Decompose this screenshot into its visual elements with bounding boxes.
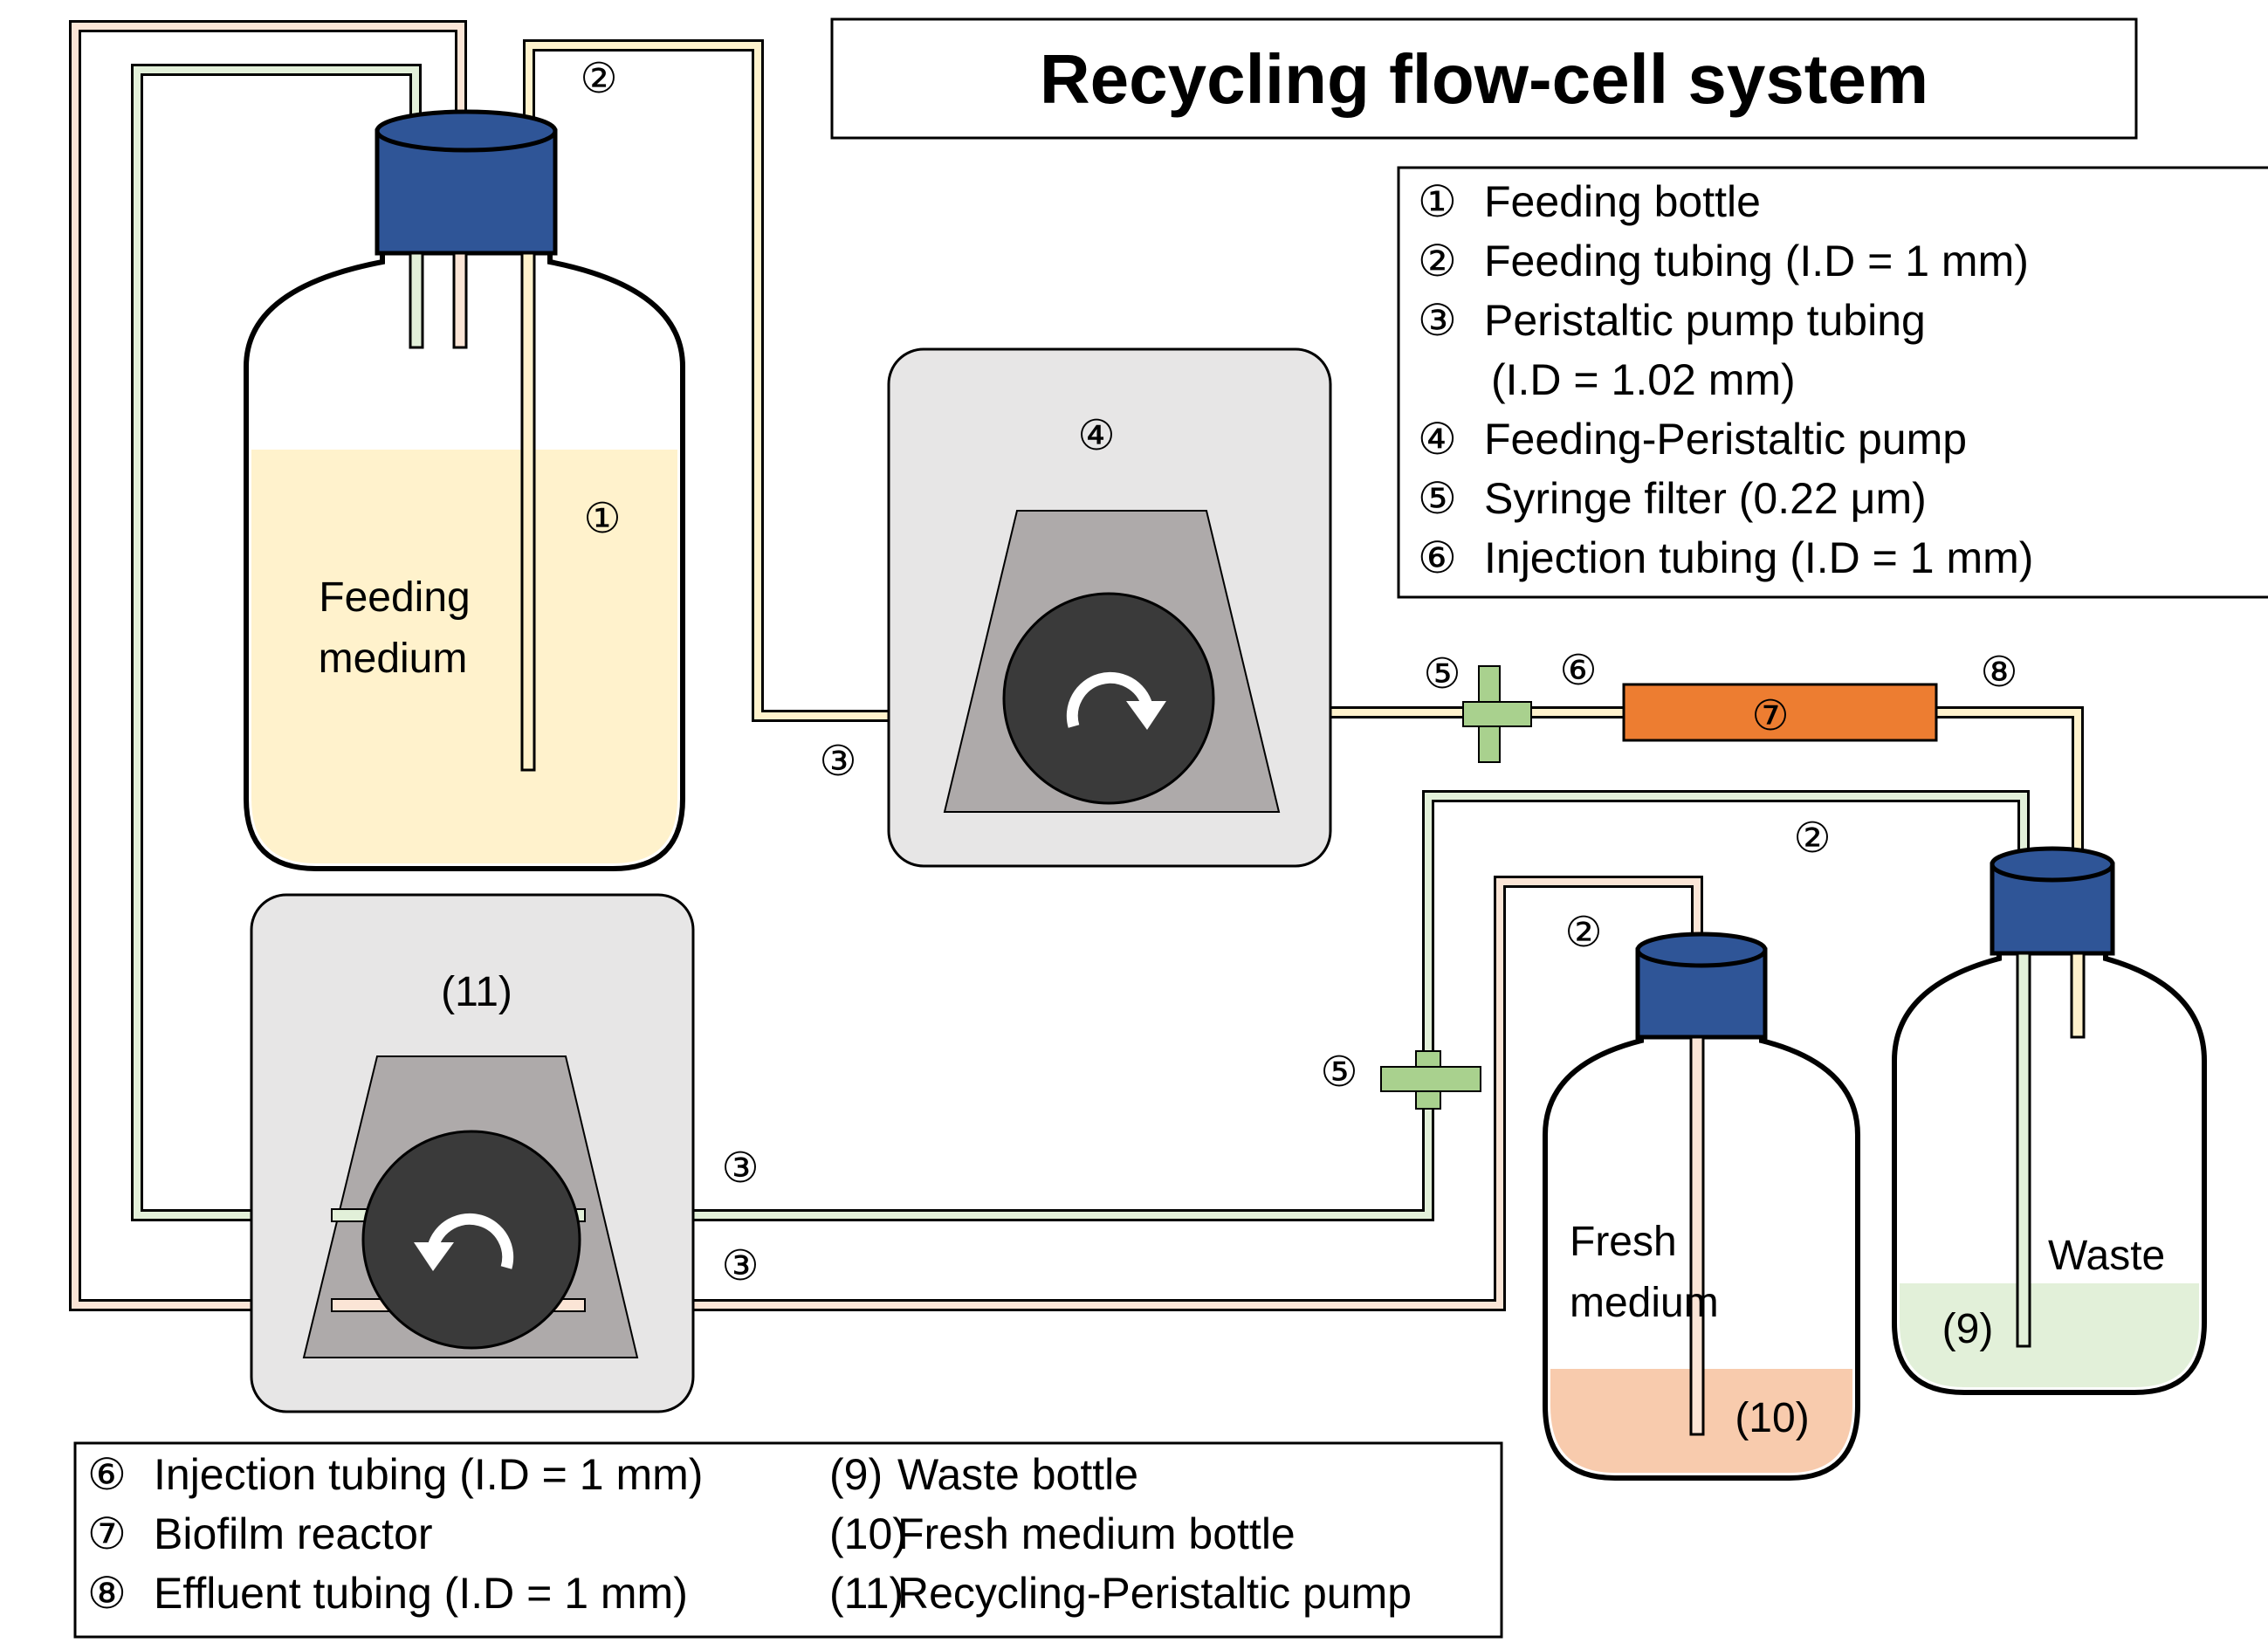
legend-item-label: Waste bottle (897, 1450, 1138, 1499)
feeding-medium-liquid (251, 450, 677, 863)
legend-top: ① Feeding bottle ② Feeding tubing (I.D = 1 … (1397, 166, 2268, 599)
legend-item-number: ⑦ (87, 1509, 127, 1558)
counterclockwise-arrow-icon (414, 1213, 514, 1271)
legend-item-number: ④ (1418, 415, 1457, 464)
waste-bottle-cap (1990, 862, 2115, 956)
legend-item-number: ⑤ (1418, 474, 1457, 523)
legend-item-number: (10) (829, 1509, 907, 1558)
legend-item-label: Peristaltic pump tubing (1484, 296, 1926, 345)
fresh-medium-bottle: Fresh medium (10) (1543, 932, 1860, 1481)
legend-item-number: ③ (1418, 296, 1457, 345)
waste-bottle: Waste (9) (1892, 846, 2207, 1395)
syringe-filter-bottom (1380, 1050, 1481, 1110)
waste-bottle-number: (9) (1942, 1306, 1994, 1352)
feeding-pump-number: ④ (1077, 413, 1115, 459)
legend-item-number: ① (1418, 177, 1457, 226)
title-box: Recycling flow-cell system (830, 17, 2138, 140)
effluent-number: ⑧ (1980, 650, 2017, 696)
legend-item-label: Injection tubing (I.D = 1 mm) (1484, 533, 2033, 582)
feeding-medium-label: Feeding (319, 574, 470, 621)
fresh-medium-label-2: medium (1570, 1280, 1719, 1326)
feeding-bottle-number: ① (583, 496, 621, 542)
recycling-pump-rotor (361, 1130, 581, 1350)
recycle-tubing-lower-number: ③ (721, 1243, 759, 1289)
legend-item-label: Feeding tubing (I.D = 1 mm) (1484, 237, 2029, 285)
clockwise-arrow-icon (1066, 671, 1166, 730)
legend-item-label: Biofilm reactor (154, 1509, 433, 1558)
recycling-pump-number: (11) (441, 969, 512, 1015)
fresh-tubing-number: ② (1564, 910, 1602, 956)
legend-item-number: (11) (829, 1569, 904, 1618)
recycling-peristaltic-pump: (11) (250, 893, 695, 1413)
injection-tubing-number: ⑥ (1559, 648, 1597, 694)
legend-item-label: Fresh medium bottle (897, 1509, 1296, 1558)
feeding-tubing-number: ② (580, 56, 617, 102)
pump-tubing-feed-number: ③ (819, 739, 856, 785)
legend-bottom: ⑥ Injection tubing (I.D = 1 mm) ⑦ Biofilm r… (73, 1441, 1503, 1639)
legend-item-label: Syringe filter (0.22 μm) (1484, 474, 1927, 523)
legend-item-label: Feeding bottle (1484, 177, 1761, 226)
feeding-peristaltic-pump: ④ (887, 347, 1332, 868)
legend-item-number: ⑥ (1418, 533, 1457, 582)
waste-liquid (1900, 1283, 2199, 1387)
feeding-pump-rotor (1002, 592, 1215, 805)
waste-tubing-number: ② (1793, 815, 1831, 862)
legend-item-label: Recycling-Peristaltic pump (897, 1569, 1412, 1618)
legend-item-number: ② (1418, 237, 1457, 285)
feeding-bottle: ① Feeding medium (244, 109, 685, 871)
recycle-tubing-upper-number: ③ (721, 1145, 759, 1192)
filter-top-number: ⑤ (1423, 651, 1460, 698)
legend-item-number: (9) (829, 1450, 883, 1499)
legend-item-label: Feeding-Peristaltic pump (1484, 415, 1967, 464)
biofilm-reactor: ⑦ (1622, 683, 1938, 742)
legend-item-number: ⑧ (87, 1569, 127, 1618)
feeding-medium-label-2: medium (319, 636, 468, 682)
syringe-filter-top (1462, 665, 1532, 763)
page-title: Recycling flow-cell system (1040, 40, 1928, 118)
legend-item-number: ⑥ (87, 1450, 127, 1499)
legend-item-label: Effluent tubing (I.D = 1 mm) (154, 1569, 688, 1618)
legend-item-label: Injection tubing (I.D = 1 mm) (154, 1450, 703, 1499)
fresh-bottle-number: (10) (1735, 1395, 1809, 1441)
legend-item-label: (I.D = 1.02 mm) (1491, 355, 1796, 404)
reactor-number: ⑦ (1751, 693, 1789, 739)
effluent-tubing (1936, 706, 2084, 856)
recycle-tubing-pink (567, 876, 1703, 1311)
fresh-medium-label: Fresh (1570, 1219, 1677, 1265)
waste-label: Waste (2048, 1233, 2165, 1279)
filter-bottom-number: ⑤ (1320, 1049, 1357, 1096)
